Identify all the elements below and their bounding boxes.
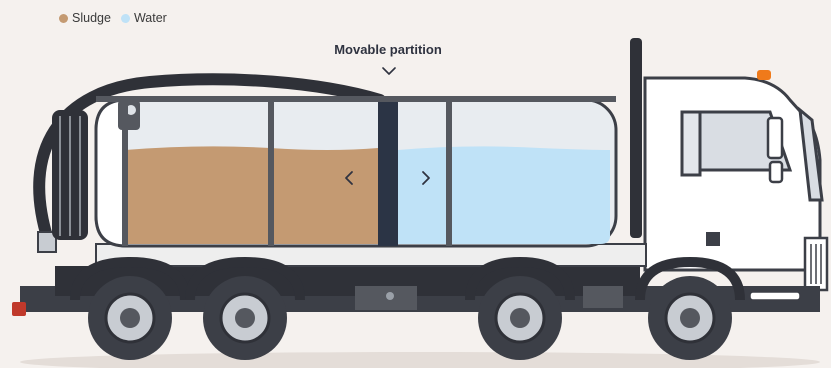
cab-beacon (757, 70, 771, 80)
wheel-3 (478, 276, 562, 360)
truck-cab (645, 70, 827, 290)
movable-partition (378, 100, 398, 246)
tail-light (12, 302, 26, 316)
wheel-2 (203, 276, 287, 360)
exhaust-stack (630, 38, 642, 238)
hose-reel (52, 110, 88, 240)
sludge-fill (126, 146, 378, 244)
side-mirror (768, 118, 782, 158)
wheel-4 (648, 276, 732, 360)
water-fill (398, 146, 610, 244)
wheel-1 (88, 276, 172, 360)
tank (96, 96, 616, 246)
